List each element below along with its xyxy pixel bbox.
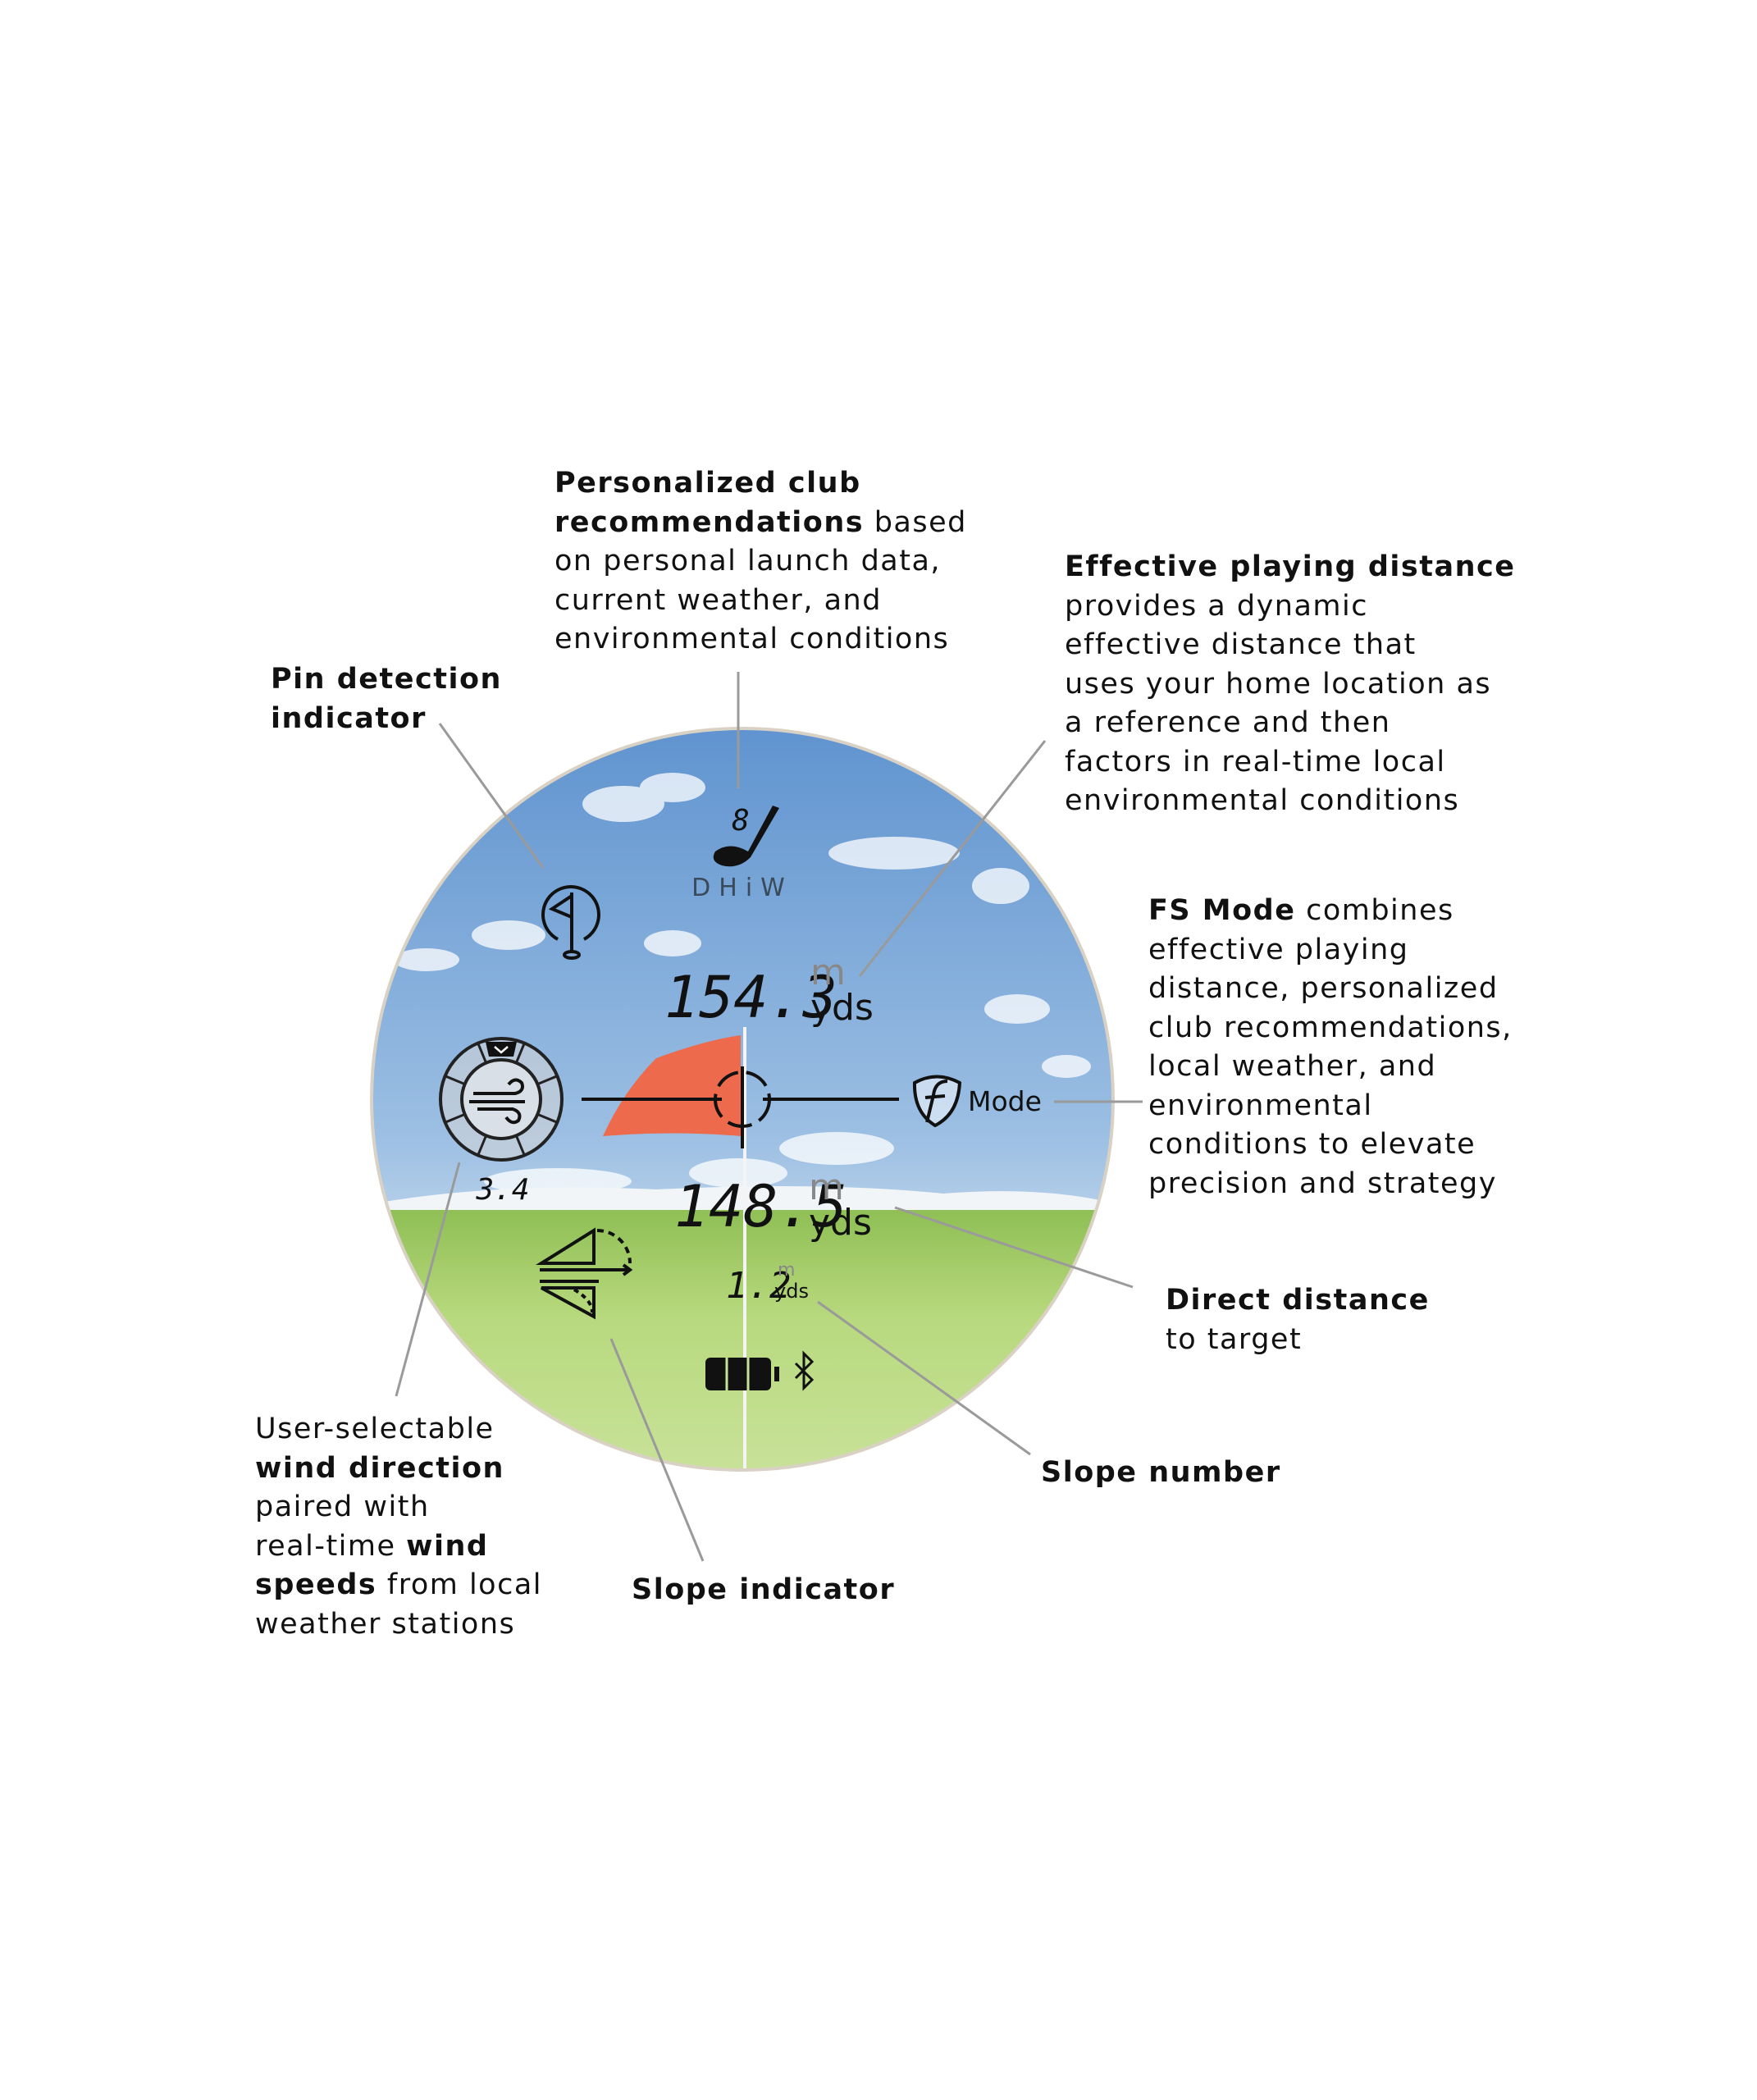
annotation-text: FS Mode [1148, 894, 1296, 927]
annotation-text: based [864, 505, 967, 539]
annotation-text: Slope indicator [632, 1571, 895, 1610]
annotation-text: a reference and then [1065, 706, 1391, 739]
annotation-text: Direct distance [1166, 1281, 1430, 1321]
direct-distance: 148.5 [674, 1173, 847, 1240]
annotation-text: local weather, and [1148, 1050, 1437, 1083]
annotation-slope-indicator: Slope indicator [632, 1571, 895, 1610]
annotation-text: on personal launch data, [554, 545, 942, 578]
slope-value: 1.2 [726, 1265, 791, 1307]
annotation-text: factors in real-time local [1065, 745, 1446, 778]
battery-icon [705, 1358, 779, 1390]
annotation-text: Pin detection [271, 660, 502, 700]
club-number: 8 [732, 804, 750, 838]
club-icon: 8 [713, 804, 779, 867]
annotation-text: precision and strategy [1148, 1166, 1497, 1200]
effective-unit-m: m [810, 952, 846, 993]
annotation-text: wind direction [255, 1449, 542, 1489]
annotation-text: speeds from local [255, 1566, 542, 1605]
annotation-direct-distance: Direct distance to target [1166, 1281, 1430, 1359]
annotation-text: provides a dynamic [1065, 589, 1368, 623]
annotation-text: club recommendations, [1148, 1011, 1513, 1044]
leader-wind [395, 1162, 461, 1397]
annotation-text: paired with [255, 1491, 430, 1523]
annotation-text: uses your home location as [1065, 667, 1492, 701]
fs-mode-icon[interactable] [912, 1075, 962, 1128]
annotation-text: Effective playing distance [1065, 548, 1516, 587]
leader-slope-number [817, 1300, 1031, 1456]
wind-speed: 3.4 [475, 1173, 529, 1207]
annotation-text: Slope number [1041, 1456, 1281, 1489]
mode-label[interactable]: Mode [968, 1085, 1042, 1117]
pin-icon [541, 885, 600, 960]
annotation-text: recommendations based [554, 504, 967, 543]
annotation-text: environmental conditions [554, 623, 950, 655]
annotation-text: Direct distance [1166, 1284, 1430, 1317]
annotation-text: weather stations [255, 1607, 516, 1641]
annotation-text: Pin detection [271, 663, 502, 696]
annotation-text: Slope indicator [632, 1573, 896, 1606]
bluetooth-icon [794, 1350, 815, 1391]
annotation-club-recommendations: Personalized club recommendations based … [554, 464, 967, 660]
annotation-text: Personalized club [554, 467, 861, 500]
leader-slope-indicator [609, 1338, 705, 1562]
slope-unit-yds: yds [774, 1280, 809, 1303]
annotation-text: indicator [271, 701, 427, 735]
annotation-text: to target [1166, 1322, 1303, 1356]
annotation-text: speeds [255, 1568, 377, 1601]
direct-unit-m: m [809, 1166, 844, 1208]
annotation-text: effective playing [1148, 933, 1409, 966]
annotation-text: current weather, and [554, 583, 882, 617]
annotation-text: wind direction [255, 1451, 504, 1485]
annotation-pin-detection: Pin detection indicator [271, 660, 502, 738]
annotation-text: recommendations [554, 505, 865, 539]
leader-lines [395, 672, 1143, 1562]
effective-unit-yds: yds [810, 987, 874, 1029]
annotation-text: conditions to elevate [1148, 1128, 1476, 1161]
annotation-text: Personalized club [554, 464, 967, 504]
lens-rim [370, 727, 1115, 1472]
annotation-text: User-selectable [255, 1413, 495, 1445]
annotation-text: real-time [255, 1529, 407, 1563]
direct-unit-yds: yds [809, 1202, 872, 1244]
leader-effective [858, 740, 1047, 977]
annotation-text: combines [1295, 894, 1454, 927]
annotation-text: environmental [1148, 1089, 1373, 1122]
annotation-text: environmental conditions [1065, 784, 1460, 817]
clouds [394, 773, 1091, 1194]
annotation-text: FS Mode combines [1148, 892, 1513, 931]
effective-distance: 154.3 [664, 964, 837, 1031]
slope-unit-m: m [778, 1260, 795, 1281]
annotation-text: from local [376, 1568, 543, 1601]
club-types: DHiW [691, 874, 793, 902]
leader-pin [438, 723, 545, 869]
crosshair-icon [582, 1066, 899, 1148]
annotation-text: Effective playing distance [1065, 550, 1516, 583]
flag [603, 1035, 741, 1136]
annotation-fs-mode: FS Mode combines effective playing dista… [1148, 892, 1513, 1203]
slope-icon [536, 1227, 633, 1320]
annotation-effective-distance: Effective playing distance provides a dy… [1065, 548, 1516, 821]
annotation-wind: User-selectable wind direction paired wi… [255, 1410, 542, 1644]
annotation-text: wind [406, 1529, 489, 1563]
leader-direct [894, 1206, 1134, 1289]
annotation-text: distance, personalized [1148, 972, 1499, 1005]
annotation-text: Slope number [1041, 1454, 1281, 1493]
wind-dial-icon [439, 1037, 564, 1162]
annotation-text: effective distance that [1065, 628, 1417, 661]
annotation-text: real-time wind [255, 1527, 542, 1567]
annotation-slope-number: Slope number [1041, 1454, 1281, 1493]
annotation-text: indicator [271, 700, 502, 739]
